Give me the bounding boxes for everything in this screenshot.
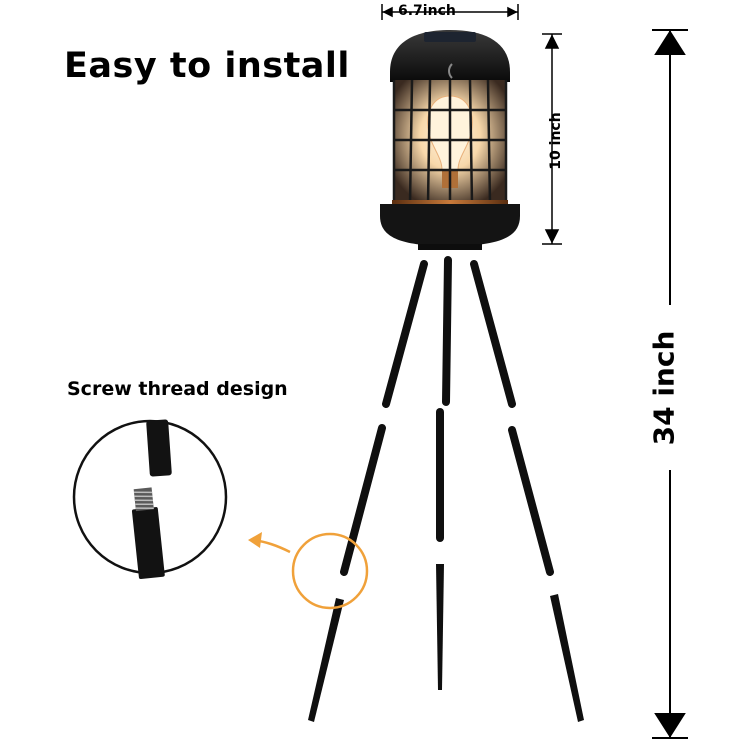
solar-panel (424, 32, 476, 42)
lantern (380, 30, 520, 250)
page-title: Easy to install (64, 46, 350, 86)
tripod-upper-legs (382, 256, 516, 408)
tripod-ground-spikes (308, 564, 584, 722)
thread-detail-zoom (72, 419, 228, 580)
width-label: 6.7inch (398, 3, 456, 19)
width-dimension-arrow (381, 4, 519, 20)
tripod-middle-legs (340, 408, 554, 576)
total-height-dimension-arrow (652, 29, 688, 739)
hook-icon (448, 63, 453, 79)
cage-bars (392, 79, 508, 205)
feature-caption: Screw thread design (67, 378, 288, 400)
lamp-height-label: 10 inch (548, 112, 564, 170)
curved-arrow-left-icon (248, 532, 291, 554)
total-height-label: 34 inch (647, 330, 681, 446)
joint-highlight-circle (291, 532, 369, 610)
lamp-height-dimension-arrow (542, 33, 562, 245)
